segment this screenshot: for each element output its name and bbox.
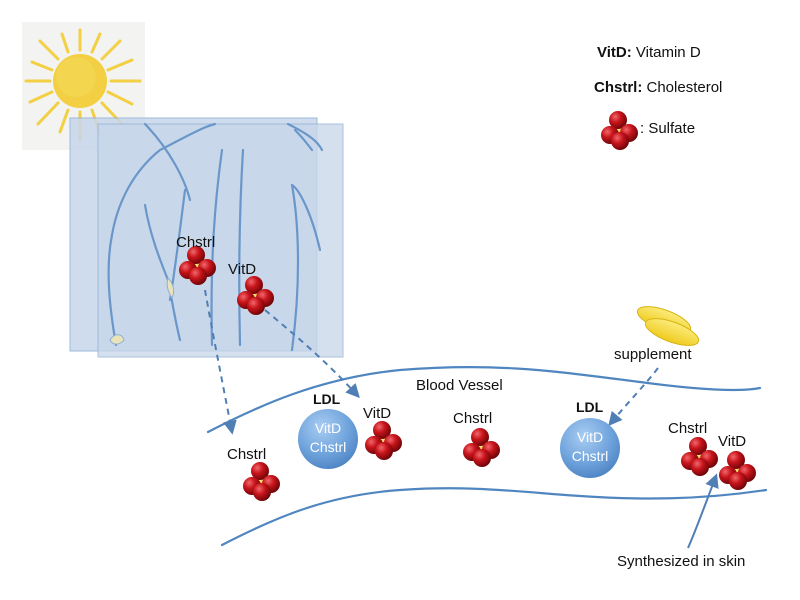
vessel-top-wall — [206, 365, 762, 434]
sulfate-icon-legend — [601, 111, 638, 150]
ldl-right-line1: VitD — [577, 429, 603, 445]
ldl-right-title: LDL — [576, 399, 604, 415]
vessel-chstrl-right-label: Chstrl — [668, 420, 707, 437]
vessel-chstrl-middle-label: Chstrl — [453, 410, 492, 427]
arrow-synthesized — [687, 473, 719, 549]
ldl-particle-right: VitD Chstrl — [560, 418, 620, 478]
arrow-vitd-to-ldl — [264, 309, 360, 399]
supplement-label: supplement — [614, 346, 692, 363]
skin-back-illustration — [69, 117, 344, 358]
ldl-left-title: LDL — [313, 391, 341, 407]
legend-vitd: VitD: Vitamin D — [597, 44, 701, 61]
arrow-chstrl-down — [204, 289, 237, 435]
sulfate-icon-vessel-chstrl — [243, 462, 280, 501]
skin-chstrl-label: Chstrl — [176, 234, 215, 251]
arrow-supplement-to-ldl — [608, 367, 659, 427]
vessel-bottom-wall — [220, 487, 768, 547]
vessel-vitd-right-label: VitD — [718, 433, 746, 450]
vessel-chstrl-free-label: Chstrl — [227, 446, 266, 463]
legend-chstrl: Chstrl: Cholesterol — [594, 79, 722, 96]
sulfate-icon-vessel-chstrl-middle — [463, 428, 500, 467]
sulfate-icon-vessel-vitd — [365, 421, 402, 460]
ldl-particle-left: VitD Chstrl — [298, 409, 358, 469]
supplement-pill-icon — [636, 306, 700, 346]
sulfate-icon-vessel-vitd-right — [719, 451, 756, 490]
ldl-left-line2: Chstrl — [310, 439, 347, 455]
legend-sulfate: : Sulfate — [640, 120, 695, 137]
blood-vessel-title: Blood Vessel — [416, 377, 503, 394]
blood-vessel — [206, 365, 768, 547]
legend: VitD: Vitamin D Chstrl: Cholesterol : Su… — [594, 44, 722, 137]
vessel-vitd-label: VitD — [363, 405, 391, 422]
synthesized-label: Synthesized in skin — [617, 553, 745, 570]
transport-arrows — [204, 289, 659, 435]
ldl-right-line2: Chstrl — [572, 448, 609, 464]
sulfate-icon-vessel-chstrl-right — [681, 437, 718, 476]
ldl-left-line1: VitD — [315, 420, 341, 436]
skin-vitd-label: VitD — [228, 261, 256, 278]
